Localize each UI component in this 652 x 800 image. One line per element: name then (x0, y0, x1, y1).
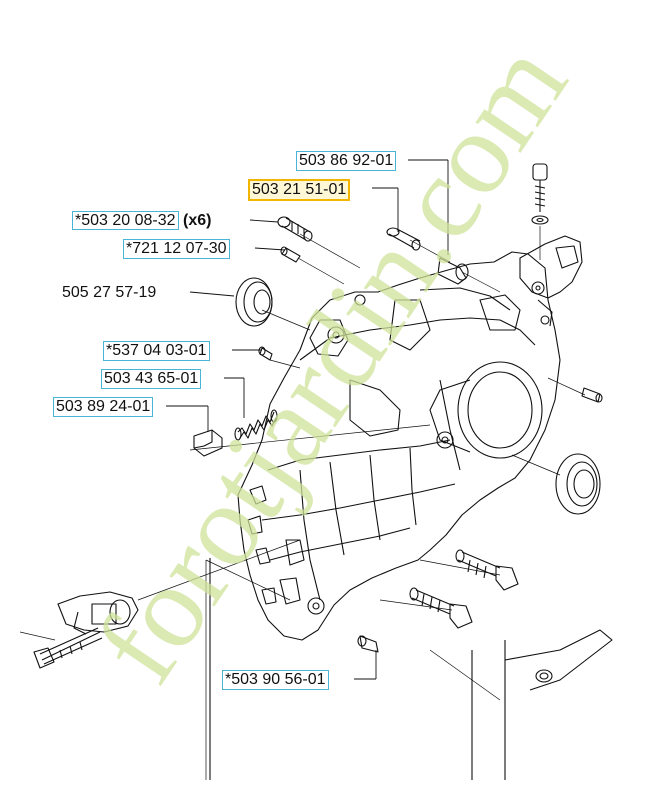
lower-frame (209, 558, 613, 780)
watermark: forotjardin.com (71, 20, 592, 704)
chain-tensioner-assembly (33, 591, 139, 669)
bolt-part (531, 163, 549, 225)
part-number: 503 89 24-01 (56, 398, 151, 415)
bearing-part (555, 453, 601, 515)
screw-x6-part (277, 216, 313, 242)
seal-part (235, 277, 273, 327)
part-number: *537 04 03-01 (106, 342, 207, 359)
part-label-503-90-56-01[interactable]: *503 90 56-01 (222, 670, 329, 690)
part-number: 503 43 65-01 (104, 370, 199, 387)
part-label-503-89-24-01[interactable]: 503 89 24-01 (53, 397, 154, 417)
part-number: 505 27 57-19 (62, 284, 157, 301)
watermark-text: forotjardin.com (71, 20, 592, 704)
screw-part (386, 227, 469, 285)
dowel-pin-part (357, 635, 379, 653)
quantity-text: (x6) (182, 212, 212, 229)
part-label-503-20-08-32[interactable]: *503 20 08-32 (x6) (72, 211, 212, 230)
crankcase-housing (237, 251, 561, 641)
part-number: 503 21 51-01 (252, 181, 347, 198)
part-number: *503 90 56-01 (225, 671, 326, 688)
tensioner-slide-part (193, 429, 223, 457)
leader-lines (166, 159, 449, 680)
part-label-537-04-03-01[interactable]: *537 04 03-01 (103, 341, 210, 361)
assembly-lines (19, 226, 586, 780)
part-label-505-27-57-19[interactable]: 505 27 57-19 (62, 284, 156, 302)
pin-part (280, 246, 301, 263)
part-label-503-43-65-01[interactable]: 503 43 65-01 (101, 369, 202, 389)
part-label-721-12-07-30[interactable]: *721 12 07-30 (123, 239, 230, 259)
part-label-503-21-51-01[interactable]: 503 21 51-01 (248, 179, 351, 201)
part-number: *503 20 08-32 (72, 211, 179, 230)
part-number: *721 12 07-30 (126, 240, 227, 257)
stud-bolts (409, 549, 519, 629)
part-number: 503 86 92-01 (299, 152, 394, 169)
set-screw-part (258, 346, 273, 361)
side-pin-part (581, 387, 603, 403)
bearing-bore (429, 361, 543, 459)
part-label-503-86-92-01[interactable]: 503 86 92-01 (296, 151, 397, 171)
oil-pump-bracket (519, 235, 583, 327)
spring-part (234, 409, 278, 441)
